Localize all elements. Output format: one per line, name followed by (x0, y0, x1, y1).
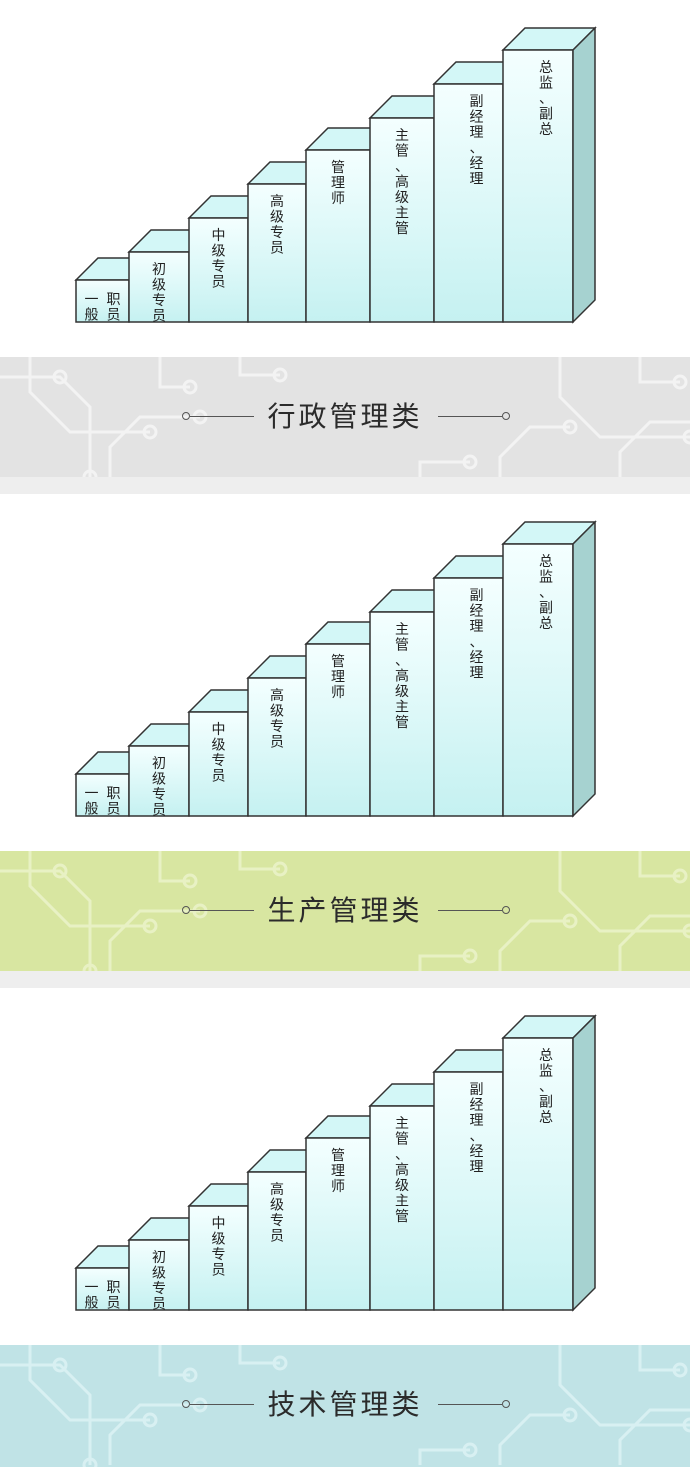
step-label: 副经理、经理 (470, 588, 484, 682)
step-label: 高级专员 (270, 1181, 284, 1245)
career-ladder-diagram-2: 一般职员 初级专员 中级专员 高级专员 管理师 主管、高级主管 副经理、经理 总监、副总 (0, 494, 690, 851)
circle-icon (502, 906, 510, 914)
category-banner-1: 行政管理类 (0, 357, 690, 477)
career-step (369, 611, 435, 817)
step-label: 中级专员 (212, 1216, 226, 1279)
step-label: 一般 (85, 1280, 99, 1312)
career-step (502, 543, 574, 817)
career-step (369, 1105, 435, 1311)
step-side-face (572, 26, 596, 324)
title-decoration-right (438, 906, 510, 914)
step-label: 主管、高级主管 (395, 128, 409, 237)
step-label: 职员 (107, 1280, 121, 1312)
step-label: 管理师 (331, 1148, 345, 1195)
category-title: 技术管理类 (267, 1388, 423, 1421)
step-label: 主管、高级主管 (395, 1116, 409, 1225)
career-step (305, 1137, 371, 1311)
circuit-pattern-3 (0, 1345, 690, 1467)
career-step (433, 83, 504, 323)
step-label: 一般 (85, 292, 99, 324)
title-decoration-left (182, 412, 254, 420)
career-step (128, 251, 190, 323)
career-step (128, 1239, 190, 1311)
step-label: 职员 (107, 786, 121, 818)
category-title: 行政管理类 (267, 400, 423, 433)
step-label: 管理师 (331, 654, 345, 701)
career-ladder-diagram-1: 一般职员 初级专员 中级专员 高级专员 管理师 主管、高级主管 副经理、经理 总监、副总 (0, 0, 690, 357)
circle-icon (182, 412, 190, 420)
category-banner-2: 生产管理类 (0, 851, 690, 971)
career-ladder-diagram-3: 一般职员 初级专员 中级专员 高级专员 管理师 主管、高级主管 副经理、经理 总监、副总 (0, 988, 690, 1345)
career-step (247, 677, 307, 817)
career-step (433, 1071, 504, 1311)
step-label: 主管、高级主管 (395, 622, 409, 731)
career-step (75, 1267, 130, 1311)
career-step (305, 149, 371, 323)
career-step (247, 1171, 307, 1311)
step-label: 初级专员 (152, 1249, 166, 1313)
circuit-pattern-1 (0, 357, 690, 477)
category-title: 生产管理类 (267, 894, 423, 927)
circle-icon (182, 906, 190, 914)
step-side-face (572, 520, 596, 818)
circle-icon (502, 412, 510, 420)
career-step (188, 711, 249, 817)
step-label: 总监、副总 (539, 1048, 553, 1126)
title-decoration-left (182, 1400, 254, 1408)
career-step (128, 745, 190, 817)
category-banner-3: 技术管理类 (0, 1345, 690, 1467)
step-label: 初级专员 (152, 261, 166, 325)
step-label: 管理师 (331, 160, 345, 207)
step-label: 一般 (85, 786, 99, 818)
step-label: 副经理、经理 (470, 1082, 484, 1176)
career-step (369, 117, 435, 323)
career-step (305, 643, 371, 817)
step-label: 副经理、经理 (470, 94, 484, 188)
step-label: 高级专员 (270, 193, 284, 257)
step-label: 总监、副总 (539, 554, 553, 632)
career-step (433, 577, 504, 817)
step-label: 初级专员 (152, 755, 166, 819)
career-step (502, 1037, 574, 1311)
circuit-pattern-2 (0, 851, 690, 971)
circle-icon (502, 1400, 510, 1408)
step-label: 总监、副总 (539, 60, 553, 138)
circle-icon (182, 1400, 190, 1408)
title-decoration-right (438, 1400, 510, 1408)
step-label: 中级专员 (212, 228, 226, 291)
step-label: 高级专员 (270, 687, 284, 751)
step-label: 职员 (107, 292, 121, 324)
step-side-face (572, 1014, 596, 1312)
career-step (502, 49, 574, 323)
title-decoration-left (182, 906, 254, 914)
step-label: 中级专员 (212, 722, 226, 785)
title-decoration-right (438, 412, 510, 420)
